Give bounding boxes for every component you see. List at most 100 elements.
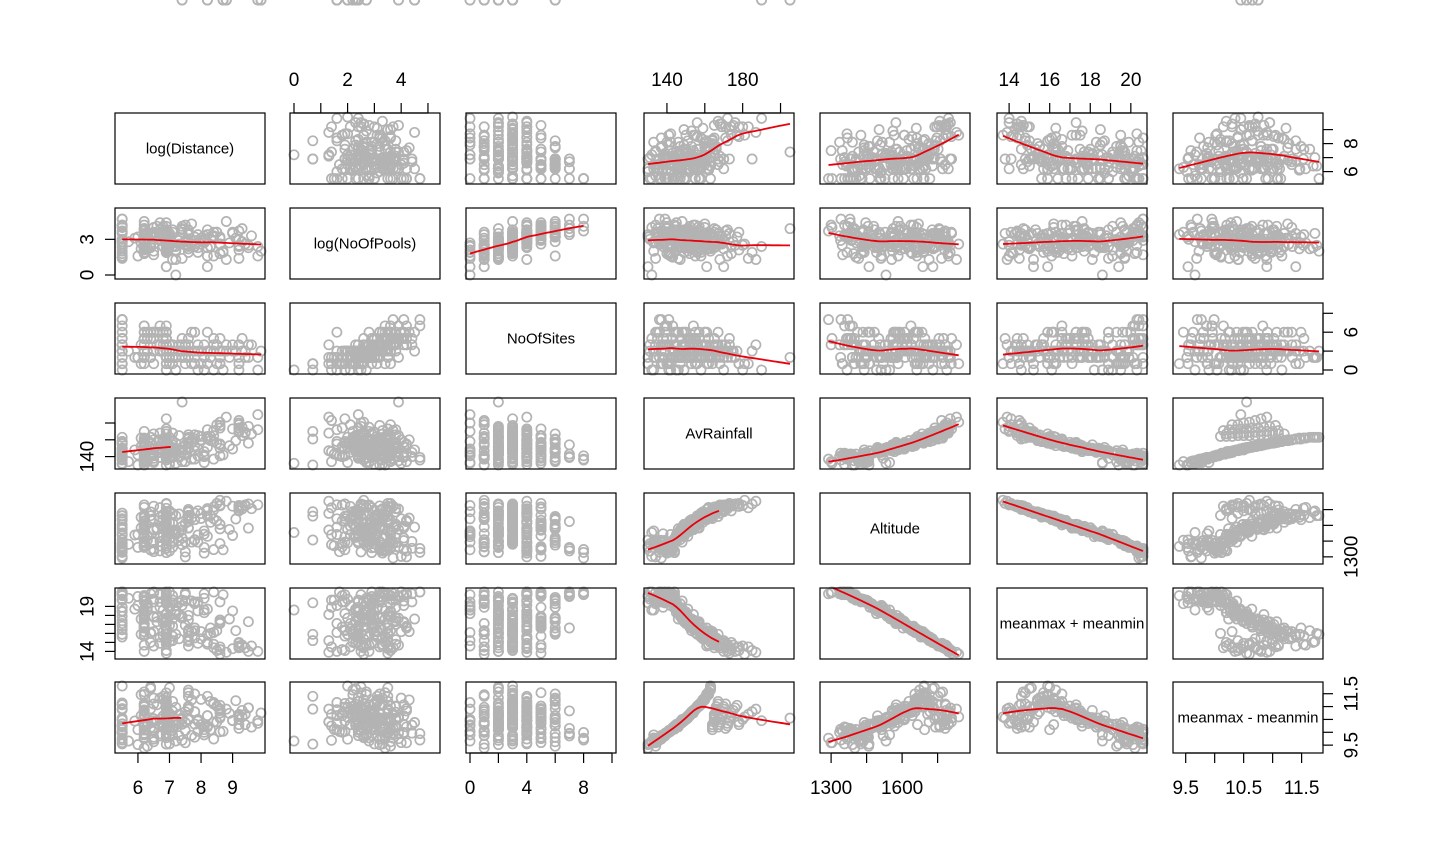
data-point: [186, 218, 198, 230]
variable-label-noofsites: NoOfSites: [507, 331, 575, 348]
smooth-line: [469, 224, 584, 255]
data-point: [492, 167, 504, 179]
data-point: [549, 250, 561, 262]
data-point: [1070, 117, 1082, 129]
data-point: [784, 351, 796, 363]
data-point: [1044, 160, 1056, 172]
data-point: [464, 261, 476, 273]
panel-noofsites-vs-log-distance: [114, 302, 267, 376]
data-point: [521, 126, 533, 138]
data-point: [1185, 145, 1197, 157]
data-point: [233, 239, 245, 251]
data-point: [1191, 213, 1203, 225]
data-point: [138, 216, 150, 227]
data-point: [1096, 269, 1108, 281]
data-point: [138, 236, 150, 248]
data-point: [116, 345, 128, 357]
data-point: [366, 156, 378, 168]
data-point: [1042, 261, 1054, 273]
data-point: [352, 112, 364, 124]
data-point: [1050, 122, 1062, 134]
points: [464, 213, 590, 281]
data-point: [1036, 173, 1048, 185]
points: [116, 213, 267, 281]
data-point: [941, 364, 953, 376]
data-point: [756, 241, 768, 252]
data-point: [323, 150, 335, 162]
variable-label-log-noofpools: log(NoOfPools): [314, 236, 417, 253]
data-point: [549, 236, 561, 248]
data-point: [1048, 138, 1060, 150]
data-point: [845, 173, 857, 185]
panel-log-distance-vs-altitude: [819, 112, 971, 185]
data-point: [549, 135, 561, 147]
data-point: [1070, 129, 1082, 141]
data-point: [1052, 173, 1064, 185]
data-point: [167, 254, 179, 265]
data-point: [1076, 164, 1088, 176]
data-point: [535, 159, 547, 171]
data-point: [951, 254, 962, 265]
data-point: [1060, 173, 1072, 185]
data-point: [116, 314, 128, 326]
data-point: [393, 119, 404, 131]
data-point: [1066, 129, 1078, 141]
data-point: [823, 173, 834, 185]
data-point: [374, 129, 386, 141]
data-point: [858, 145, 870, 157]
data-point: [368, 173, 380, 185]
data-point: [342, 128, 354, 140]
data-point: [866, 153, 878, 165]
data-point: [521, 238, 533, 250]
data-point: [1238, 139, 1250, 151]
data-point: [368, 121, 380, 133]
data-point: [339, 413, 351, 425]
data-point: [385, 146, 396, 158]
panel-log-noofpools-vs-meanmax-meanmin: [996, 207, 1149, 281]
data-point: [1078, 163, 1090, 175]
data-point: [1177, 161, 1189, 173]
points: [1173, 111, 1325, 185]
data-point: [393, 396, 404, 408]
data-point: [492, 117, 504, 129]
data-point: [705, 160, 716, 172]
data-point: [839, 173, 851, 185]
data-point: [941, 121, 953, 133]
data-point: [718, 261, 730, 273]
data-point: [850, 173, 862, 185]
data-point: [1226, 121, 1238, 133]
data-point: [549, 140, 561, 152]
data-point: [363, 163, 375, 175]
data-point: [563, 163, 575, 175]
data-point: [1096, 136, 1108, 148]
data-point: [385, 173, 396, 185]
data-point: [1099, 135, 1110, 147]
data-point: [873, 124, 885, 136]
data-point: [252, 364, 264, 376]
data-point: [521, 154, 533, 166]
data-point: [326, 173, 337, 185]
data-point: [387, 121, 399, 133]
data-point: [578, 213, 590, 225]
data-point: [650, 252, 662, 264]
data-point: [409, 163, 421, 175]
data-point: [874, 173, 886, 185]
data-point: [342, 173, 354, 185]
data-point: [409, 126, 421, 138]
data-point: [403, 142, 415, 154]
data-point: [1115, 129, 1127, 141]
data-point: [164, 227, 175, 239]
data-point: [288, 149, 300, 161]
data-point: [535, 153, 547, 165]
data-point: [1074, 129, 1086, 141]
data-point: [1003, 112, 1015, 124]
points: [642, 314, 796, 376]
data-point: [924, 173, 936, 185]
data-point: [842, 173, 854, 185]
data-point: [385, 131, 396, 143]
data-point: [217, 245, 229, 257]
data-point: [927, 261, 939, 273]
data-point: [1028, 364, 1039, 376]
data-point: [784, 146, 796, 158]
data-point: [912, 138, 923, 150]
